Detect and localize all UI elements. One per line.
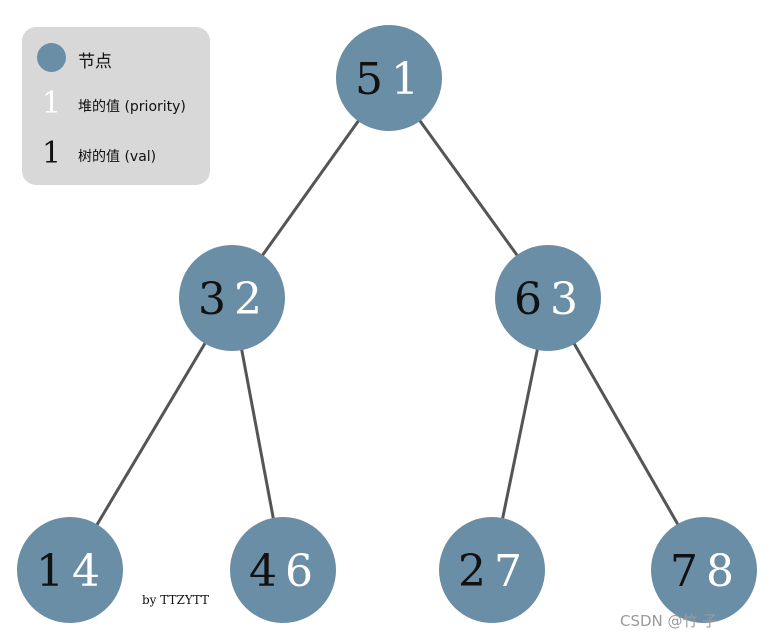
edge-right-to-right-right [569,336,682,530]
node-priority: 3 [550,274,578,325]
author-signature: by TTZYTT [142,593,209,607]
legend-priority-sample: 1 [42,86,62,121]
node-priority: 2 [234,274,262,325]
node-priority: 1 [391,54,419,105]
edge-left-to-left-left [92,335,211,531]
node-priority: 7 [494,546,522,597]
legend-val-sample: 1 [42,136,62,171]
node-val: 1 [36,546,64,597]
node-val: 2 [458,546,486,597]
node-val: 3 [198,274,226,325]
legend: 节点 1 堆的值 (priority) 1 树的值 (val) [22,27,210,185]
node-priority: 8 [706,546,734,597]
node-circle [439,517,545,623]
edge-root-to-left [258,113,365,261]
node-val: 7 [670,546,698,597]
node-circle [230,517,336,623]
legend-node-swatch [37,43,66,72]
node-circle [651,517,757,623]
node-circle [17,517,123,623]
legend-node-label: 节点 [78,52,112,72]
csdn-watermark: CSDN @竹 子 [620,612,718,630]
legend-val-label: 树的值 (val) [78,149,157,165]
node-circle [336,25,442,131]
node-val: 5 [355,54,383,105]
edge-root-to-right [414,113,522,261]
legend-priority-label: 堆的值 (priority) [78,99,186,115]
node-val: 6 [514,274,542,325]
node-circle [179,245,285,351]
edge-right-to-right-left [500,341,541,525]
node-val: 4 [249,546,277,597]
node-priority: 4 [72,546,100,597]
node-priority: 6 [285,546,313,597]
tree-edges [92,113,682,531]
node-circle [495,245,601,351]
edge-left-to-left-right [238,341,276,525]
